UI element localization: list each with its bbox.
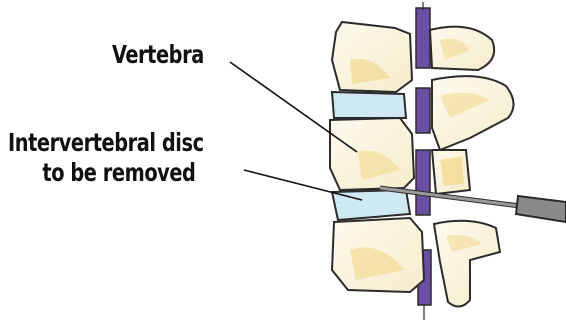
vertebra-label-text: Vertebra (112, 40, 204, 69)
disc-label: Intervertebral disc to be removed (8, 128, 204, 188)
disc-upper (332, 92, 406, 118)
disc-label-line-2: to be removed (8, 158, 204, 188)
vertebra-label: Vertebra (112, 40, 204, 70)
vertebra-bottom (332, 218, 500, 307)
disc-label-line-1: Intervertebral disc (8, 128, 204, 157)
disc-lower (332, 190, 410, 220)
